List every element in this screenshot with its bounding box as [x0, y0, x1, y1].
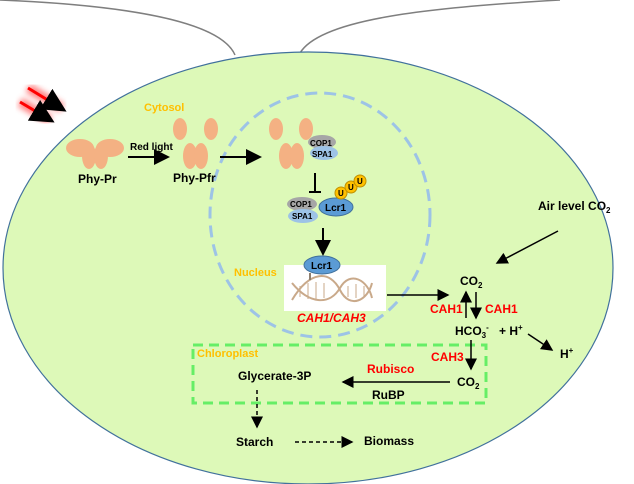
ubiquitin-2: U: [348, 183, 354, 192]
label-genes: CAH1/CAH3: [297, 311, 366, 325]
label-rubisco: Rubisco: [367, 362, 414, 376]
lcr1-bound-icon: [303, 255, 341, 275]
chloroplast-membrane: [191, 343, 488, 405]
label-co2-cytosol: CO2: [460, 274, 483, 290]
ubiquitin-3: U: [357, 177, 363, 186]
phy-cop1-complex-icon: [269, 118, 338, 169]
label-phy-pr: Phy-Pr: [78, 172, 117, 186]
label-cop1: COP1: [290, 200, 312, 209]
phy-pr-icon: [66, 139, 124, 169]
label-lcr1-complex: Lcr1: [325, 203, 347, 214]
label-phy-pfr: Phy-Pfr: [173, 171, 216, 185]
phy-pfr-icon: [173, 118, 218, 169]
cop1-lcr1-complex-icon: [287, 174, 367, 223]
flagellum-left: [0, 0, 236, 56]
label-spa1: SPA1: [292, 212, 313, 221]
label-spa1-top: SPA1: [312, 150, 333, 159]
label-starch: Starch: [236, 435, 273, 449]
nucleus-membrane: [208, 91, 432, 339]
label-cytosol: Cytosol: [144, 102, 184, 114]
label-cah1-left: CAH1: [430, 302, 463, 316]
red-light-icon: [17, 83, 67, 125]
label-co2-chloroplast: CO2: [457, 375, 480, 391]
dna-icon: [291, 273, 373, 303]
label-chloroplast: Chloroplast: [197, 348, 258, 360]
label-red-light: Red light: [130, 142, 173, 153]
label-nucleus: Nucleus: [234, 267, 277, 279]
label-plus-h: + H+: [499, 323, 523, 338]
label-rubp: RuBP: [372, 388, 405, 402]
label-h-out: H+: [560, 346, 574, 361]
label-lcr1: Lcr1: [311, 261, 333, 272]
label-cah3: CAH3: [431, 350, 464, 364]
flagellum-right: [299, 0, 561, 54]
label-cop1-top: COP1: [310, 139, 332, 148]
label-cah1-right: CAH1: [485, 302, 518, 316]
ubiquitin-1: U: [338, 189, 344, 198]
label-glycerate-3p: Glycerate-3P: [238, 369, 311, 383]
label-air-co2: Air level CO2: [538, 199, 611, 215]
label-hco3: HCO3-: [455, 323, 489, 340]
label-biomass: Biomass: [364, 434, 414, 448]
